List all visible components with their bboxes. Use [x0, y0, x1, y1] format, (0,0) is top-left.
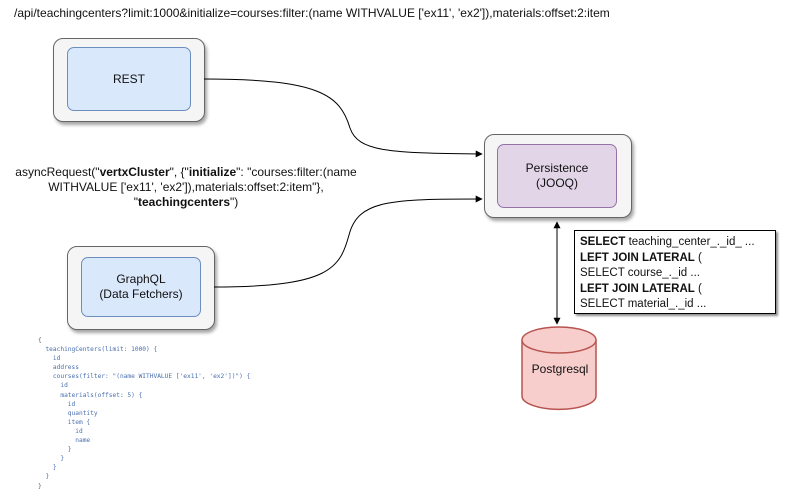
sql-line: SELECT material_._id ...: [580, 298, 707, 310]
code-line: id: [38, 400, 76, 408]
code-line: }: [38, 446, 72, 454]
rest-node-inner: REST: [67, 47, 191, 111]
code-line: name: [38, 437, 91, 445]
api-url: /api/teachingcenters?limit:1000&initiali…: [14, 6, 610, 20]
rest-node: REST: [53, 38, 205, 122]
code-line: teachingCenters(limit: 1000) {: [38, 346, 158, 354]
rest-label: REST: [112, 71, 145, 86]
code-line: quantity: [38, 409, 98, 417]
database-icon: [521, 326, 597, 411]
async-request-line-1: asyncRequest("vertxCluster", {"initializ…: [15, 165, 357, 179]
code-line: }: [38, 482, 42, 490]
async-request-line-3: "teachingcenters"): [133, 195, 239, 209]
sql-box: SELECT teaching_center_._id_ ... LEFT JO…: [574, 230, 776, 314]
code-line: address: [38, 364, 79, 372]
code-line: id: [38, 427, 83, 435]
code-line: materials(offset: 5) {: [38, 391, 143, 399]
code-line: }: [38, 473, 50, 481]
code-line: {: [38, 337, 42, 344]
graphql-label: GraphQL: [116, 272, 166, 286]
code-line: courses(filter: "(name WITHVALUE ['ex11'…: [38, 373, 251, 381]
code-line: }: [38, 455, 65, 463]
code-line: }: [38, 464, 57, 472]
persistence-node: Persistence (JOOQ): [484, 134, 632, 218]
persistence-sublabel: (JOOQ): [536, 176, 578, 190]
graphql-query-code: { teachingCenters(limit: 1000) { id addr…: [38, 336, 250, 491]
code-line: item {: [38, 418, 91, 426]
postgres-label: Postgresql: [531, 362, 589, 376]
sql-line: SELECT teaching_center_._id_ ...: [580, 236, 755, 248]
sql-line: SELECT course_._id ...: [580, 267, 700, 279]
graphql-node-inner: GraphQL (Data Fetchers): [81, 257, 201, 317]
async-request-text: asyncRequest("vertxCluster", {"initializ…: [6, 165, 366, 210]
code-line: id: [38, 382, 68, 390]
persistence-node-inner: Persistence (JOOQ): [497, 144, 617, 208]
graphql-sublabel: (Data Fetchers): [99, 287, 183, 301]
persistence-label: Persistence: [525, 161, 589, 175]
sql-line: LEFT JOIN LATERAL (: [580, 251, 702, 264]
async-request-line-2: WITHVALUE ['ex11', 'ex2']),materials:off…: [48, 180, 324, 194]
rest-to-persistence-edge: [203, 78, 483, 158]
code-line: id: [38, 355, 61, 363]
graphql-node: GraphQL (Data Fetchers): [67, 246, 215, 330]
sql-line: LEFT JOIN LATERAL (: [580, 282, 702, 295]
graphql-to-persistence-edge: [213, 195, 483, 288]
